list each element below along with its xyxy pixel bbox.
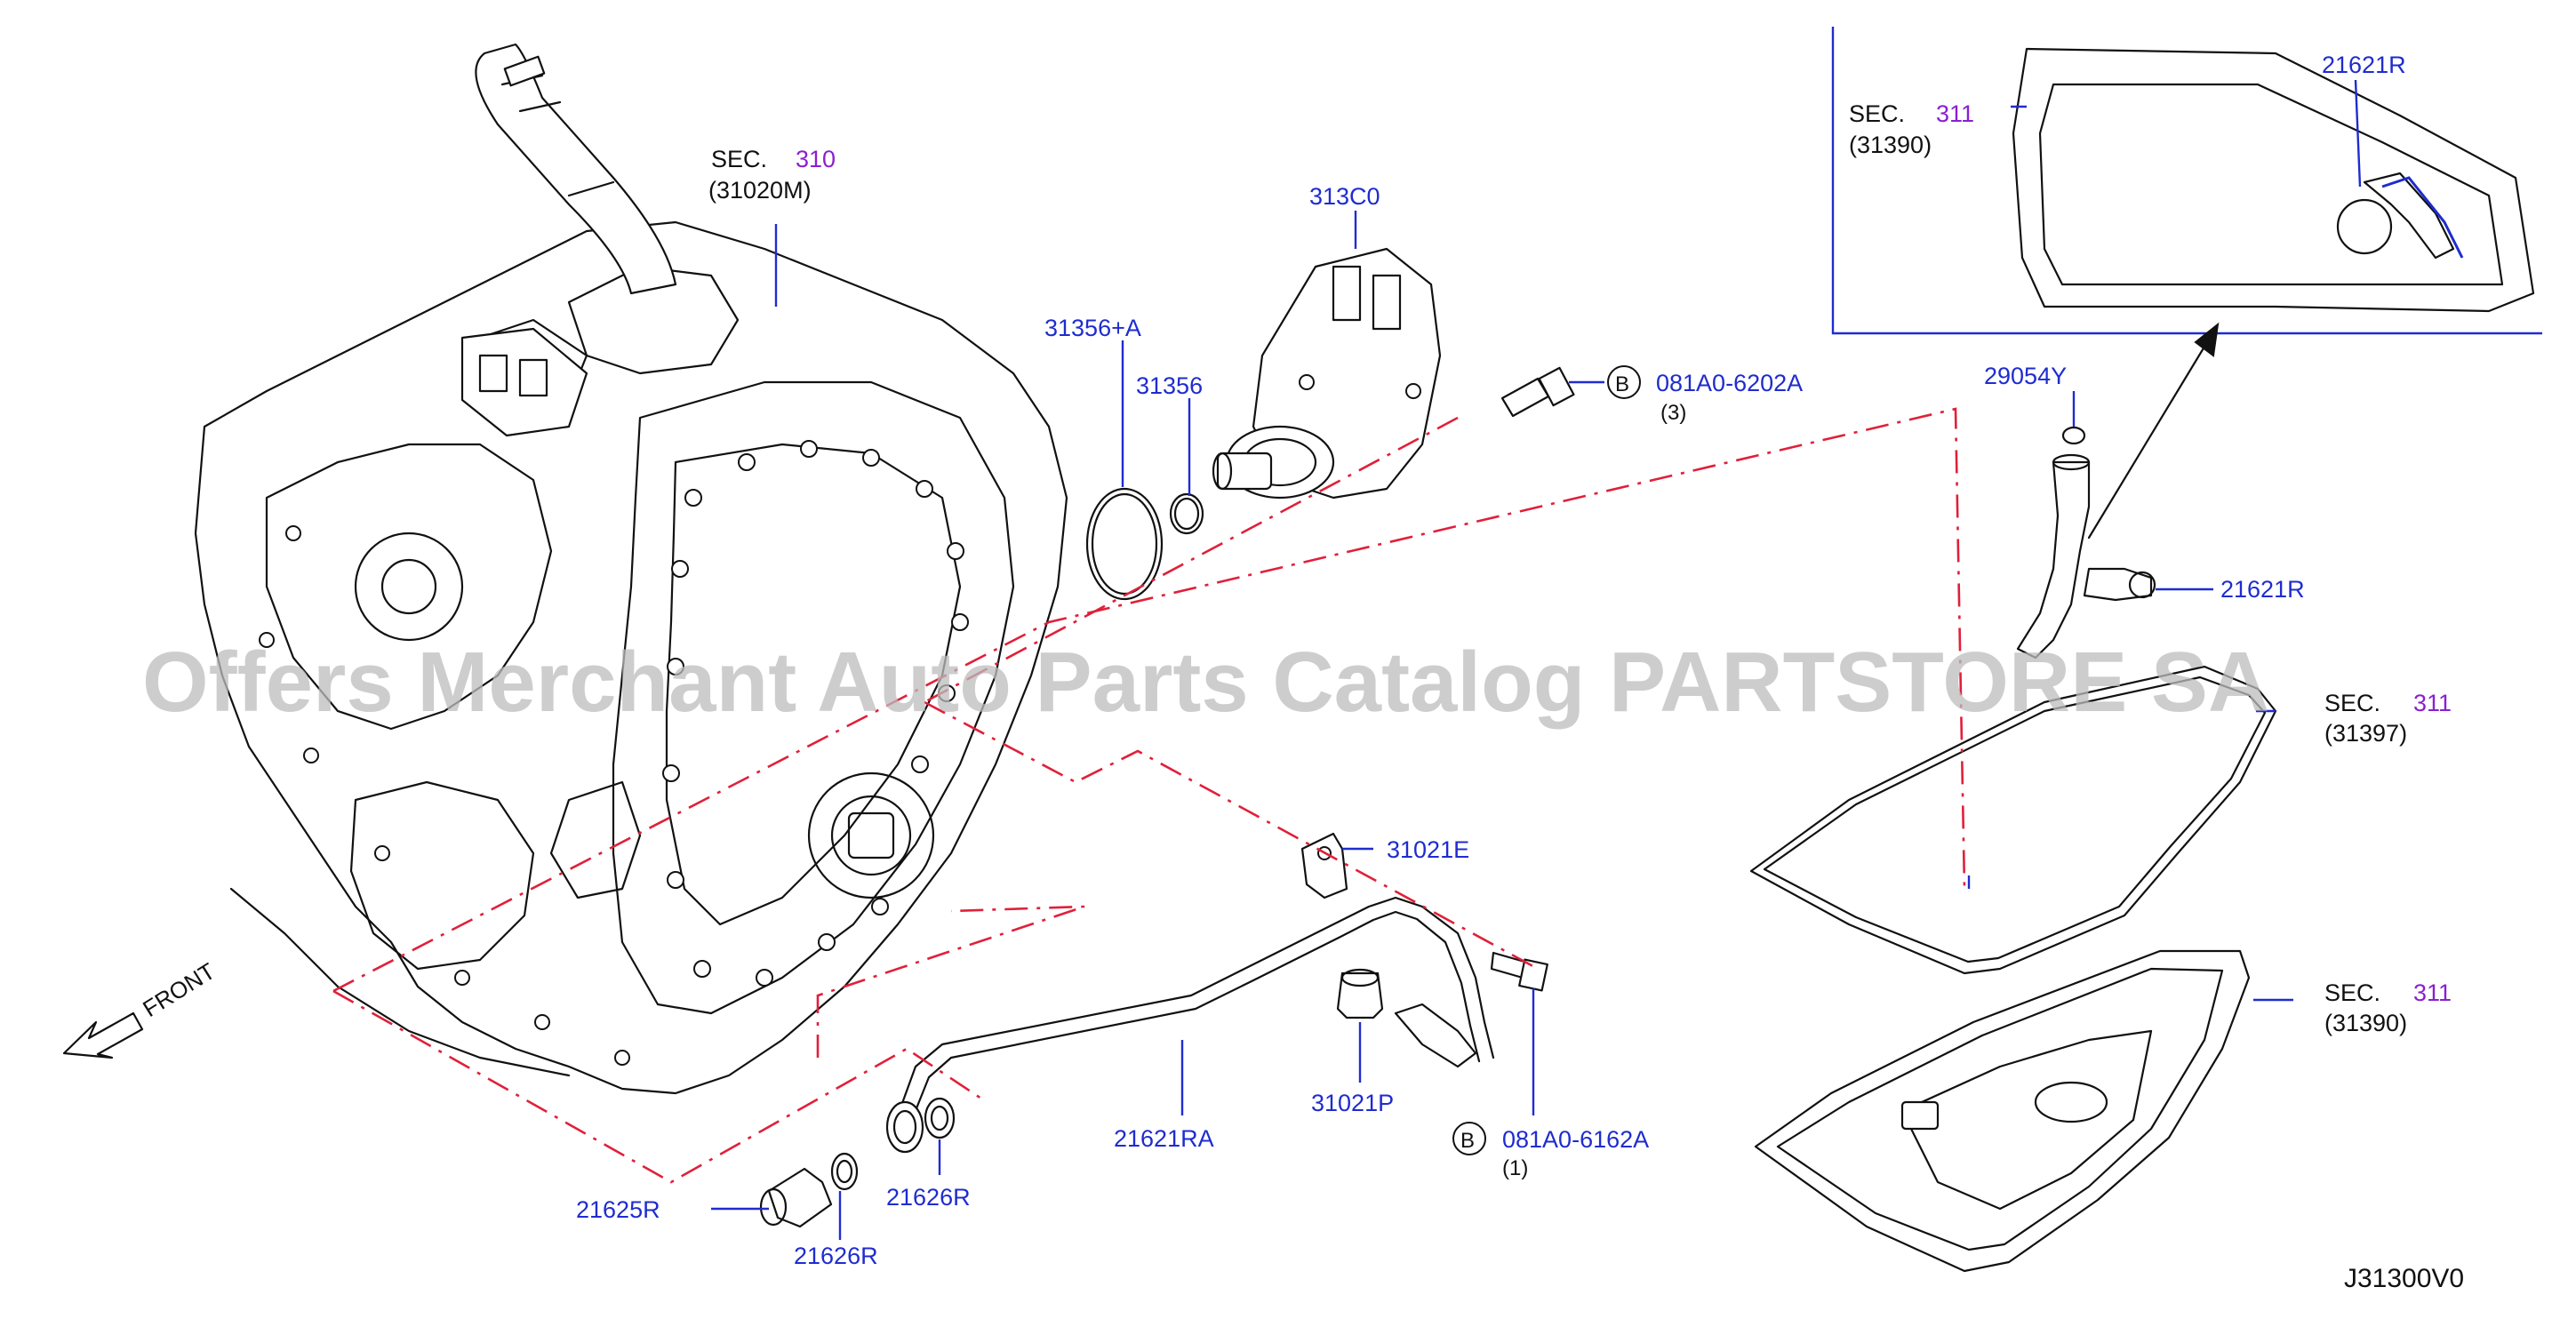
part-label-31356[interactable]: 31356 [1136, 372, 1203, 399]
svg-text:SEC.: SEC. [2324, 690, 2380, 716]
gasket-31397[interactable] [1749, 665, 2277, 975]
reference-lines [332, 407, 1966, 1184]
part-label-081A0-6202A[interactable]: B 081A0-6202A (3) [1607, 365, 1803, 425]
tube-21621R[interactable] [2016, 453, 2156, 660]
bolt-081A0-6162A[interactable] [1490, 951, 1548, 992]
svg-text:(31390): (31390) [1849, 132, 1932, 158]
svg-text:311: 311 [1936, 100, 1974, 127]
part-label-31356+A[interactable]: 31356+A [1044, 315, 1141, 341]
svg-text:SEC.: SEC. [2324, 979, 2380, 1006]
part-label-21621R[interactable]: 21621R [2220, 576, 2305, 603]
oring-31356[interactable] [1169, 492, 1204, 535]
inset-arrow [2087, 345, 2206, 540]
diagram-code: J31300V0 [2344, 1264, 2464, 1293]
ring-29054Y[interactable] [2061, 426, 2086, 445]
svg-text:(1): (1) [1502, 1156, 1528, 1180]
solenoid-313C0[interactable] [1212, 247, 1442, 500]
svg-text:B: B [1615, 372, 1629, 396]
part-label-21621RA[interactable]: 21621RA [1114, 1125, 1214, 1152]
part-label-21621R-inset[interactable]: 21621R [2322, 52, 2406, 78]
plug-21625R[interactable] [759, 1167, 833, 1228]
part-label-21626R-b[interactable]: 21626R [886, 1184, 971, 1211]
part-label-21626R-a[interactable]: 21626R [794, 1243, 878, 1269]
svg-text:311: 311 [2413, 690, 2452, 716]
section-sec-311-top[interactable]: SEC. 311 (31390) [1849, 100, 1974, 158]
oil-pan-31390[interactable] [1754, 949, 2251, 1273]
bolt-081A0-6202A[interactable] [1500, 366, 1575, 418]
svg-text:(3): (3) [1660, 401, 1686, 425]
part-label-31021E[interactable]: 31021E [1387, 836, 1469, 863]
section-sec-311-pan[interactable]: SEC. 311 (31390) [2324, 979, 2452, 1036]
section-sec-310[interactable]: SEC. 310 (31020M) [708, 146, 836, 204]
washer-21626R-a[interactable] [830, 1152, 859, 1191]
part-label-313C0[interactable]: 313C0 [1309, 183, 1380, 210]
washer-21626R-b[interactable] [924, 1097, 956, 1139]
oring-31356+A[interactable] [1085, 487, 1164, 601]
svg-text:(31020M): (31020M) [708, 177, 812, 204]
tube-21621RA[interactable] [885, 896, 1495, 1154]
plug-31021P[interactable] [1336, 968, 1384, 1019]
section-sec-311-gasket[interactable]: SEC. 311 (31397) [2324, 690, 2452, 747]
part-label-29054Y[interactable]: 29054Y [1984, 363, 2067, 389]
svg-text:B: B [1460, 1129, 1475, 1153]
inset-frame [1831, 27, 2542, 335]
part-label-31021P[interactable]: 31021P [1311, 1090, 1394, 1116]
svg-text:SEC.: SEC. [711, 146, 767, 172]
svg-text:311: 311 [2413, 979, 2452, 1006]
part-label-21625R[interactable]: 21625R [576, 1196, 660, 1223]
watermark: Offers Merchant Auto Parts Catalog PARTS… [142, 635, 2269, 730]
front-label: FRONT [138, 957, 220, 1022]
transmission-assembly[interactable] [194, 43, 1068, 1095]
svg-text:081A0-6162A: 081A0-6162A [1502, 1126, 1649, 1153]
svg-text:(31397): (31397) [2324, 720, 2407, 747]
front-direction-indicator: FRONT [62, 957, 220, 1059]
leader-lines [711, 79, 2362, 1240]
svg-text:SEC.: SEC. [1849, 100, 1905, 127]
svg-text:(31390): (31390) [2324, 1010, 2407, 1036]
svg-text:081A0-6202A: 081A0-6202A [1656, 370, 1803, 396]
svg-text:310: 310 [796, 146, 836, 172]
part-label-081A0-6162A[interactable]: B 081A0-6162A (1) [1452, 1122, 1649, 1180]
